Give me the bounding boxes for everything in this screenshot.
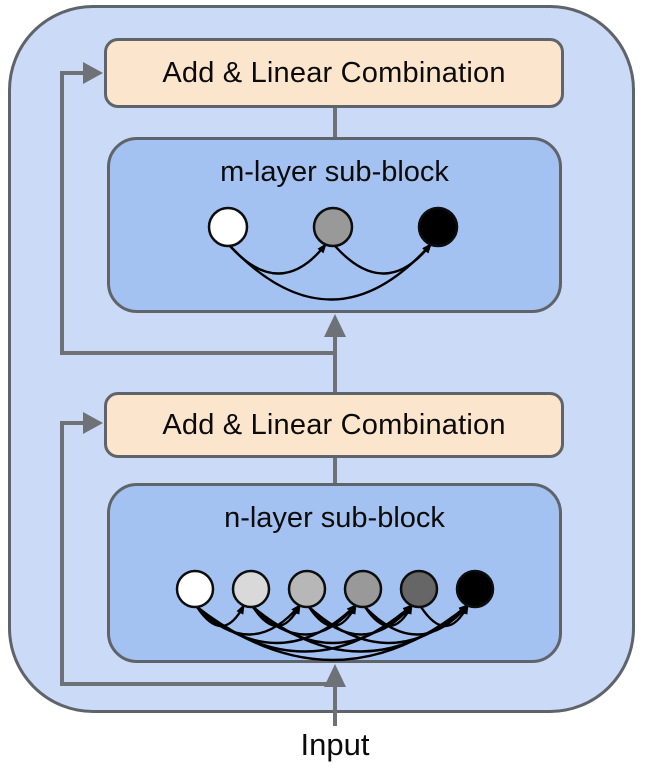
- m-layer-sub-block-label: m-layer sub-block: [220, 156, 449, 188]
- add-linear-combination-box-upper: Add & Linear Combination: [104, 38, 564, 108]
- add-linear-combination-box-lower: Add & Linear Combination: [104, 392, 564, 458]
- m-layer-sub-block: m-layer sub-block: [107, 137, 562, 313]
- input-label: Input: [300, 727, 370, 762]
- n-layer-sub-block: n-layer sub-block: [107, 483, 562, 663]
- add-linear-combination-label-upper: Add & Linear Combination: [162, 56, 506, 89]
- add-linear-combination-label-lower: Add & Linear Combination: [162, 408, 506, 441]
- n-layer-sub-block-label: n-layer sub-block: [224, 502, 445, 534]
